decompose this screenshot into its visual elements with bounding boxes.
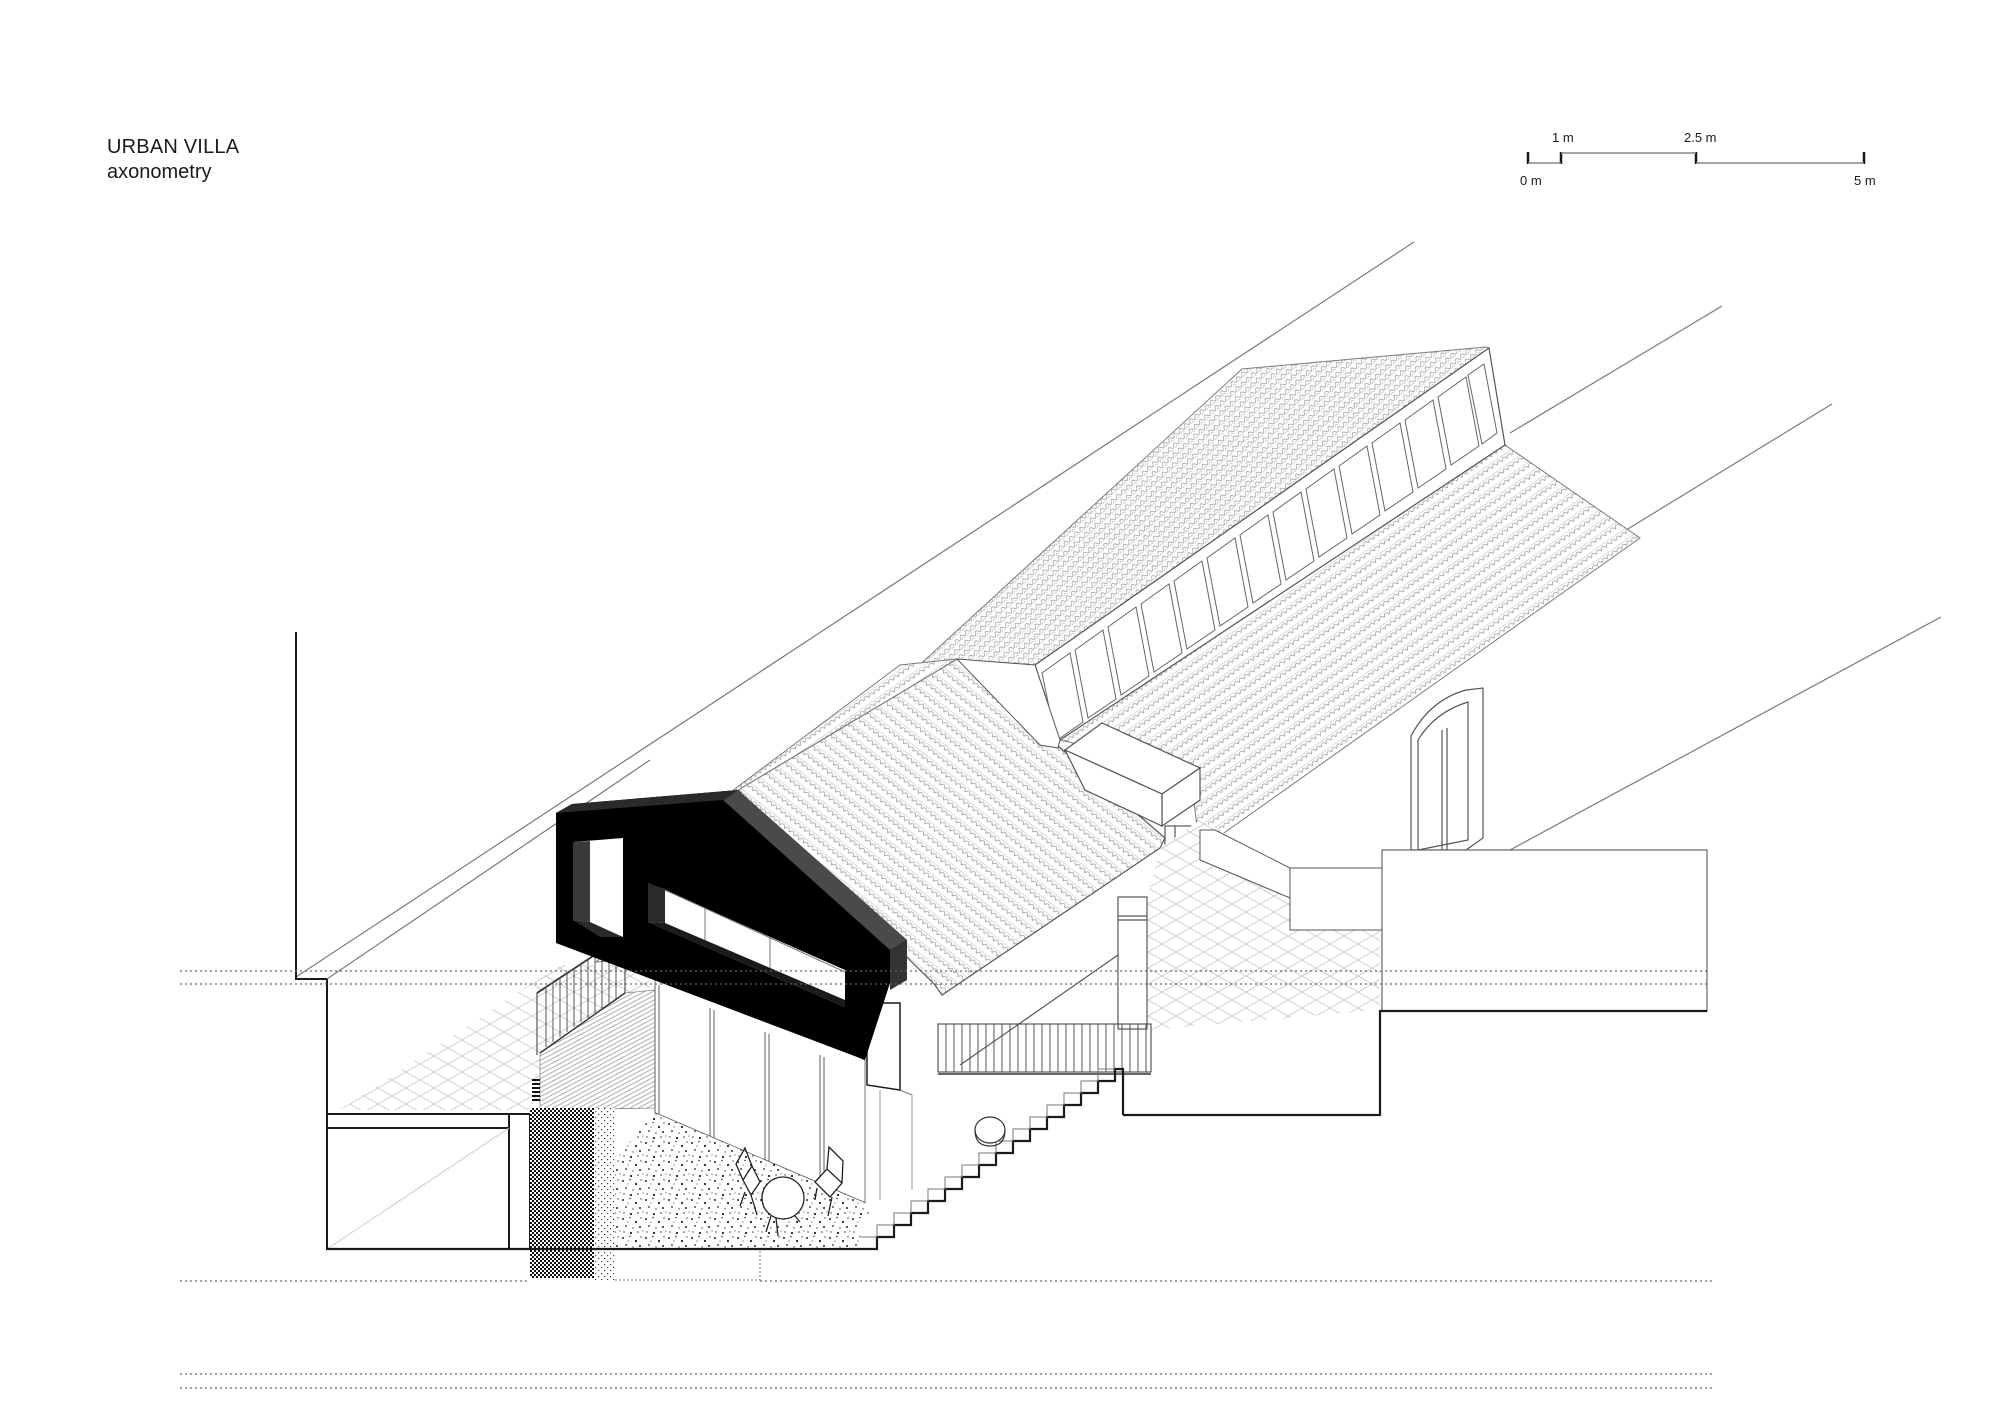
site-lines bbox=[295, 241, 1942, 978]
courtyard-section-outline bbox=[615, 1250, 761, 1281]
chair-left bbox=[735, 1146, 761, 1216]
clerestory-skylights bbox=[1034, 346, 1506, 742]
upper-terrace bbox=[1123, 820, 1708, 1117]
title-block: URBAN VILLA axonometry bbox=[107, 135, 239, 185]
exterior-staircase bbox=[860, 1067, 1125, 1251]
column-marks bbox=[532, 1079, 540, 1101]
table-and-chairs bbox=[735, 1145, 844, 1237]
courtyard-gravel bbox=[614, 1113, 870, 1249]
section-column bbox=[530, 1108, 594, 1278]
left-boundary-wall bbox=[295, 632, 328, 1249]
arched-door bbox=[1410, 687, 1484, 851]
post bbox=[1117, 896, 1148, 1030]
chair-right bbox=[814, 1145, 844, 1217]
drawing-subtitle: axonometry bbox=[107, 161, 212, 183]
roof-edge-line bbox=[326, 759, 651, 980]
clerestory-gable-end bbox=[955, 658, 1061, 749]
black-gable-frame bbox=[556, 790, 907, 1060]
drawing-title: URBAN VILLA bbox=[107, 136, 240, 158]
terrace-edge bbox=[959, 954, 1119, 1066]
reference-lines bbox=[180, 970, 1715, 1389]
middle-railing bbox=[937, 1023, 1152, 1075]
round-stool bbox=[974, 1116, 1006, 1147]
section-column-light bbox=[594, 1108, 615, 1280]
garage bbox=[326, 1113, 531, 1250]
